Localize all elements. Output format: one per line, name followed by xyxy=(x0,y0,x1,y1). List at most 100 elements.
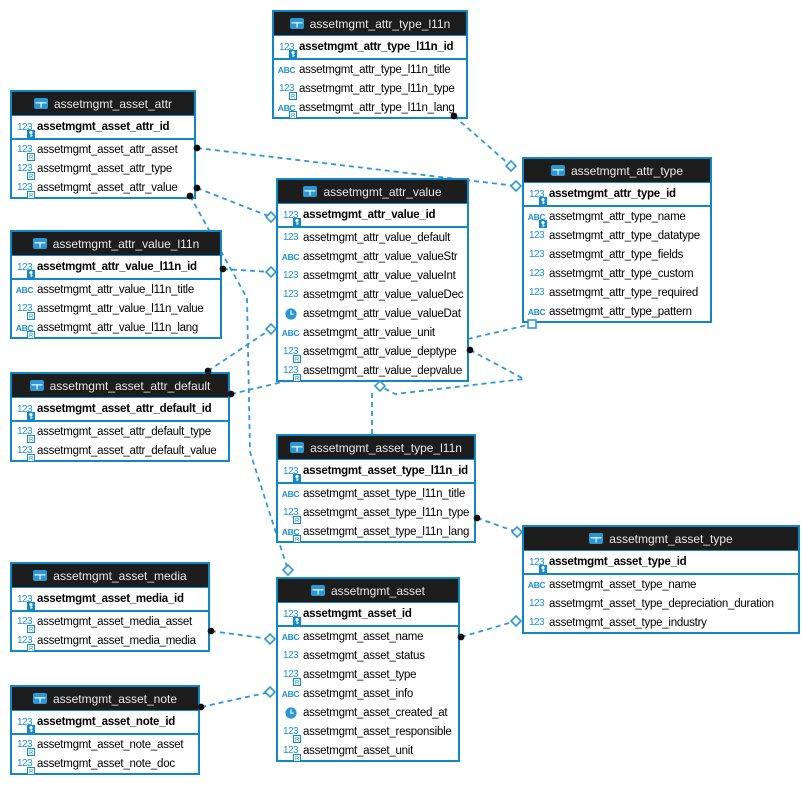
relationship-line[interactable] xyxy=(196,187,272,218)
column-name: assetmgmt_asset_type_name xyxy=(549,578,697,591)
text-abc-icon: ABC xyxy=(527,577,546,593)
relationship-line[interactable] xyxy=(476,517,518,533)
column-row[interactable]: assetmgmt_asset_created_at xyxy=(278,703,458,722)
relationship-line[interactable] xyxy=(200,691,271,708)
table-header[interactable]: assetmgmt_attr_value xyxy=(278,180,467,204)
svg-text:R: R xyxy=(29,750,34,756)
table-header[interactable]: assetmgmt_asset_type xyxy=(524,527,798,551)
relationship-line[interactable] xyxy=(222,268,272,273)
relationship-line[interactable] xyxy=(210,630,271,640)
numeric-123-glyph: 123 xyxy=(17,403,32,415)
numeric-123-glyph: 123 xyxy=(283,346,298,357)
table-header[interactable]: assetmgmt_asset_note xyxy=(12,687,198,711)
primary-key-icon xyxy=(293,218,301,226)
relationship-line[interactable] xyxy=(379,349,527,395)
table-header[interactable]: assetmgmt_attr_type_l11n xyxy=(274,12,466,36)
column-name: assetmgmt_attr_type_id xyxy=(549,188,676,200)
table-header[interactable]: assetmgmt_asset_attr xyxy=(12,92,194,116)
table-header[interactable]: assetmgmt_attr_value_l11n xyxy=(12,232,220,256)
relationship-line[interactable] xyxy=(207,328,272,372)
numeric-123-icon: 123 xyxy=(527,615,546,631)
numeric-123-glyph: 123 xyxy=(283,270,298,281)
table-header[interactable]: assetmgmt_asset_attr_default xyxy=(12,374,228,398)
relationship-line[interactable] xyxy=(453,115,512,167)
column-name: assetmgmt_attr_value_valueDec xyxy=(303,288,464,301)
table-header[interactable]: assetmgmt_asset xyxy=(278,579,458,603)
table-header[interactable]: assetmgmt_asset_media xyxy=(12,564,208,588)
numeric-123-glyph: 123 xyxy=(283,650,298,661)
column-name: assetmgmt_attr_type_l11n_lang xyxy=(299,101,455,114)
pk-separator xyxy=(274,58,466,60)
relationship-line[interactable] xyxy=(460,620,517,638)
table-header[interactable]: assetmgmt_asset_type_l11n xyxy=(278,436,474,460)
table-header[interactable]: assetmgmt_attr_type xyxy=(524,159,710,183)
column-row[interactable]: assetmgmt_attr_value_valueDat xyxy=(278,304,467,323)
column-name: assetmgmt_attr_value_valueStr xyxy=(303,250,458,263)
